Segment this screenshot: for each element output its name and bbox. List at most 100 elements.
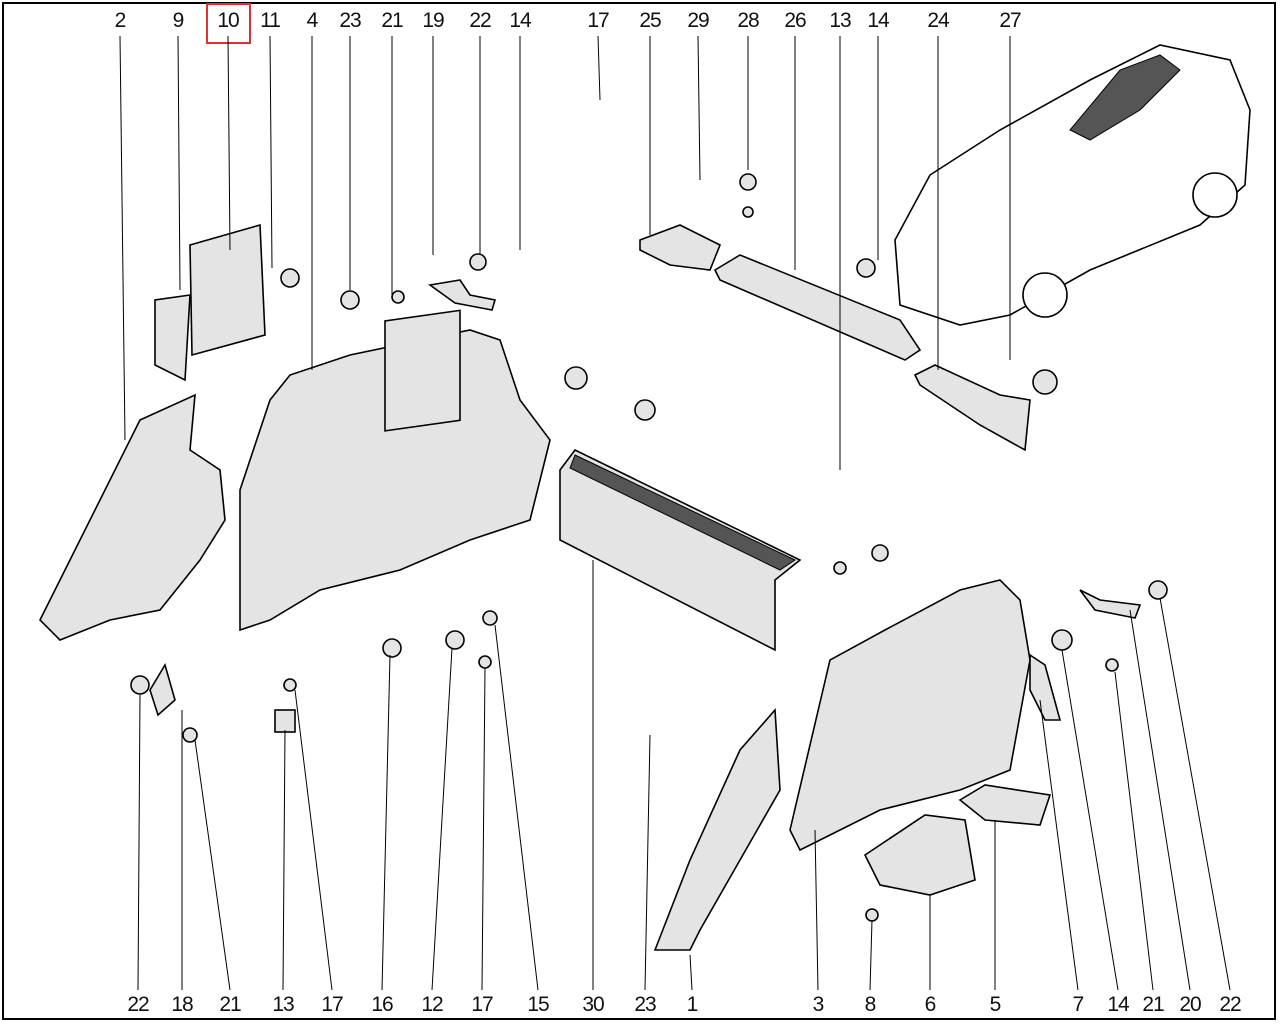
- part-17-screw-a: [283, 678, 297, 692]
- part-2-trim-panel: [39, 393, 226, 641]
- part-17-screw: [833, 561, 847, 575]
- leader-line-12: [431, 647, 453, 991]
- bottom-callout-17: 17: [321, 993, 343, 1016]
- bottom-callout-15: 15: [527, 993, 549, 1016]
- part-14-clip-c: [856, 258, 876, 278]
- leader-line-1: [689, 954, 693, 991]
- part-9-box: [154, 294, 191, 382]
- top-callout-17: 17: [587, 9, 609, 32]
- bottom-callout-17: 17: [471, 993, 493, 1016]
- leader-line-17: [597, 35, 601, 101]
- top-callout-21: 21: [381, 9, 403, 32]
- leader-line-20: [1129, 609, 1191, 991]
- part-8-screw: [865, 908, 879, 922]
- part-19-bracket: [427, 279, 497, 311]
- leader-line-13: [282, 729, 286, 991]
- part-30-sill-trim: [559, 448, 802, 652]
- top-callout-24: 24: [927, 9, 949, 32]
- part-16-clip: [382, 638, 402, 658]
- leader-line-2: [119, 35, 126, 441]
- bottom-callout-30: 30: [582, 993, 604, 1016]
- part-21-screw-right: [1105, 658, 1119, 672]
- part-6-tray: [863, 814, 976, 896]
- top-callout-13: 13: [829, 9, 851, 32]
- top-callout-2: 2: [114, 9, 127, 32]
- part-29-screw: [742, 206, 754, 218]
- bottom-callout-12: 12: [421, 993, 443, 1016]
- bottom-callout-16: 16: [371, 993, 393, 1016]
- bottom-callout-1: 1: [686, 993, 699, 1016]
- vehicle-wheel-front: [1022, 272, 1068, 318]
- part-22-nut: [469, 253, 487, 271]
- bottom-callout-21: 21: [219, 993, 241, 1016]
- top-callout-23: 23: [339, 9, 361, 32]
- vehicle-wheel-rear: [1192, 172, 1238, 218]
- top-callout-19: 19: [422, 9, 444, 32]
- top-callout-25: 25: [639, 9, 661, 32]
- top-callout-26: 26: [784, 9, 806, 32]
- bottom-callout-20: 20: [1179, 993, 1201, 1016]
- top-callout-29: 29: [687, 9, 709, 32]
- part-10-cover: [189, 223, 266, 357]
- leader-line-10: [227, 35, 231, 251]
- top-callout-28: 28: [737, 9, 759, 32]
- part-12-clip: [445, 630, 465, 650]
- top-callout-14: 14: [509, 9, 531, 32]
- part-14-clip: [564, 366, 588, 390]
- part-25-bracket: [639, 224, 722, 271]
- leader-line-15: [494, 624, 539, 991]
- leader-line-23: [644, 734, 651, 991]
- part-24-pillar-trim: [913, 364, 1031, 452]
- leader-line-17: [294, 689, 333, 991]
- bottom-callout-6: 6: [924, 993, 937, 1016]
- part-14-clip-d: [1051, 629, 1073, 651]
- leader-line-3: [814, 829, 819, 991]
- part-23-clip: [340, 290, 360, 310]
- top-callout-4: 4: [306, 9, 319, 32]
- part-22-nut-left: [130, 675, 150, 695]
- bottom-callout-21: 21: [1142, 993, 1164, 1016]
- top-callout-9: 9: [172, 9, 185, 32]
- leader-line-11: [269, 35, 273, 269]
- leader-line-17: [481, 667, 486, 991]
- leader-line-16: [381, 654, 391, 991]
- leader-line-9: [177, 35, 181, 291]
- leader-line-21: [1114, 671, 1154, 991]
- bottom-callout-22: 22: [1219, 993, 1241, 1016]
- part-21-screw-left: [182, 727, 198, 743]
- bottom-callout-14: 14: [1107, 993, 1129, 1016]
- part-15-screw: [482, 610, 498, 626]
- bottom-callout-8: 8: [864, 993, 877, 1016]
- part-17-screw-b: [478, 655, 492, 669]
- part-5-cover: [958, 784, 1052, 826]
- part-4-window: [384, 309, 461, 432]
- vehicle-overview: [894, 44, 1251, 326]
- bottom-callout-22: 22: [127, 993, 149, 1016]
- leader-line-21: [194, 739, 231, 991]
- part-13-clip-left: [274, 709, 296, 733]
- top-callout-10: 10: [217, 9, 239, 32]
- leader-line-29: [697, 35, 701, 181]
- part-13-clip: [871, 544, 889, 562]
- bottom-callout-5: 5: [989, 993, 1002, 1016]
- part-3-right-trim: [789, 579, 1031, 852]
- part-30-ribs: [569, 454, 797, 571]
- part-11-plug: [280, 268, 300, 288]
- bottom-callout-3: 3: [812, 993, 825, 1016]
- part-4-left-trim: [239, 329, 551, 632]
- bottom-callout-23: 23: [634, 993, 656, 1016]
- part-22-nut-right: [1148, 580, 1168, 600]
- part-14-clip-b: [634, 399, 656, 421]
- part-21-screw-top: [391, 290, 405, 304]
- top-callout-27: 27: [999, 9, 1021, 32]
- part-27-lamp: [1032, 369, 1058, 395]
- bottom-callout-13: 13: [272, 993, 294, 1016]
- part-20-bracket: [1079, 589, 1142, 619]
- leader-line-7: [1039, 699, 1079, 991]
- top-callout-11: 11: [260, 9, 281, 32]
- leader-line-22: [1159, 597, 1231, 991]
- bottom-callout-18: 18: [171, 993, 193, 1016]
- leader-line-22: [137, 694, 141, 991]
- part-18-bracket: [149, 663, 176, 717]
